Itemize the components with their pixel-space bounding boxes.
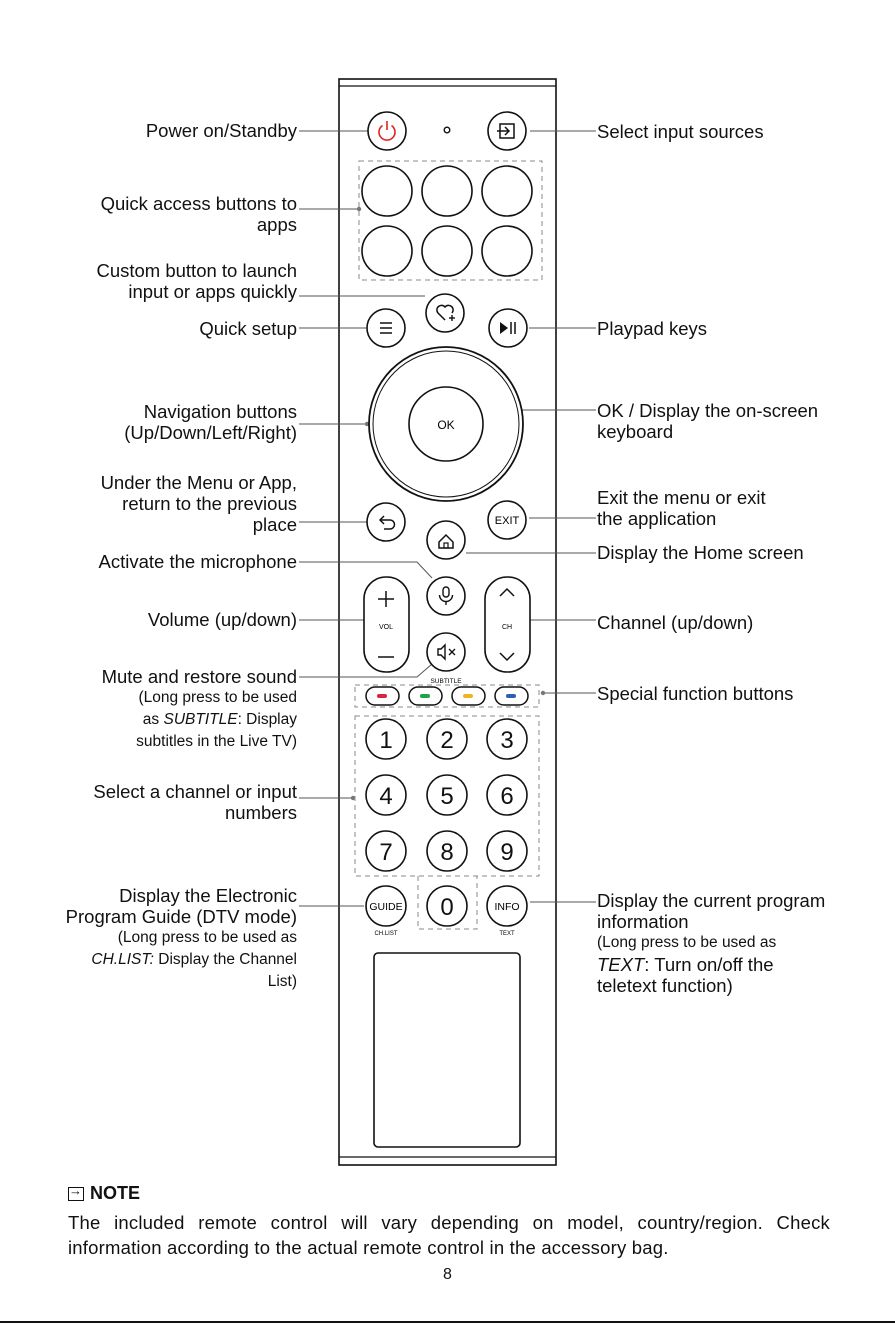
red-button[interactable] xyxy=(365,686,400,706)
menu-icon xyxy=(380,322,392,334)
label-special: Special function buttons xyxy=(597,683,794,704)
digit-button-8[interactable] xyxy=(426,830,468,872)
ch-label: CH xyxy=(502,624,512,631)
vol-label: VOL xyxy=(379,624,393,631)
label-mute: Mute and restore sound (Long press to be… xyxy=(101,666,297,750)
digit-button-4[interactable] xyxy=(365,774,407,816)
exit-label: EXIT xyxy=(495,515,520,527)
digit-label-1: 1 xyxy=(379,727,392,754)
ok-button[interactable]: OK xyxy=(408,386,484,462)
digit-label-8: 8 xyxy=(440,839,453,866)
remote-body xyxy=(338,78,557,1166)
app-button-5[interactable] xyxy=(421,225,473,277)
back-button[interactable] xyxy=(366,502,406,542)
guide-label: GUIDE xyxy=(369,901,402,913)
digit-button-6[interactable] xyxy=(486,774,528,816)
digit-button-0[interactable] xyxy=(426,885,468,927)
channel-up-icon xyxy=(499,587,515,597)
play-pause-icon xyxy=(500,322,508,334)
digit-label-5: 5 xyxy=(440,783,453,810)
app-button-1[interactable] xyxy=(361,165,413,217)
label-microphone: Activate the microphone xyxy=(98,551,297,572)
guide-button[interactable]: GUIDE CH.LIST xyxy=(365,885,407,937)
app-button-6[interactable] xyxy=(481,225,533,277)
ok-label: OK xyxy=(437,418,454,432)
exit-button[interactable]: EXIT xyxy=(487,500,527,540)
custom-button[interactable] xyxy=(425,293,465,333)
digit-button-7[interactable] xyxy=(365,830,407,872)
label-input-sources: Select input sources xyxy=(597,121,764,142)
app-button-3[interactable] xyxy=(481,165,533,217)
back-icon xyxy=(381,519,396,530)
digit-label-7: 7 xyxy=(379,839,392,866)
leader-dots xyxy=(350,206,546,801)
numeric-keypad-group xyxy=(354,715,540,877)
digit-label-4: 4 xyxy=(379,783,392,810)
info-button[interactable]: INFO TEXT xyxy=(486,885,528,937)
heart-plus-icon xyxy=(436,304,454,321)
home-icon xyxy=(438,533,454,549)
app-button-2[interactable] xyxy=(421,165,473,217)
blue-button[interactable] xyxy=(494,686,529,706)
bottom-rule xyxy=(0,1321,895,1323)
label-quick-setup: Quick setup xyxy=(199,318,297,339)
power-button[interactable] xyxy=(367,111,407,151)
microphone-icon xyxy=(442,586,450,598)
digit-label-0: 0 xyxy=(440,894,453,921)
note-arrow-icon xyxy=(68,1183,84,1201)
app-button-4[interactable] xyxy=(361,225,413,277)
label-home: Display the Home screen xyxy=(597,542,804,563)
label-playpad: Playpad keys xyxy=(597,318,708,339)
home-button[interactable] xyxy=(426,520,466,560)
special-function-group xyxy=(354,684,540,708)
label-power: Power on/Standby xyxy=(145,120,297,141)
digit-button-2[interactable] xyxy=(426,718,468,760)
channel-down-icon xyxy=(499,652,515,662)
play-pause-button[interactable] xyxy=(488,308,528,348)
digit-label-3: 3 xyxy=(500,727,513,754)
quick-access-group xyxy=(358,160,543,281)
volume-rocker[interactable]: VOL xyxy=(363,576,410,673)
text-label: TEXT xyxy=(499,931,515,937)
label-channel: Channel (up/down) xyxy=(597,612,754,633)
mute-icon xyxy=(437,643,446,661)
channel-rocker[interactable]: CH xyxy=(484,576,531,673)
digit-button-5[interactable] xyxy=(426,774,468,816)
digit-button-3[interactable] xyxy=(486,718,528,760)
digit-button-1[interactable] xyxy=(365,718,407,760)
digit-button-9[interactable] xyxy=(486,830,528,872)
quick-setup-button[interactable] xyxy=(366,308,406,348)
touch-pad[interactable] xyxy=(373,952,521,1148)
note-text: The included remote control will vary de… xyxy=(68,1212,830,1258)
digit-label-6: 6 xyxy=(500,783,513,810)
ch-list-label: CH.LIST xyxy=(374,931,397,937)
subtitle-label: SUBTITLE xyxy=(430,678,462,685)
label-back: Under the Menu or App,return to the prev… xyxy=(100,472,297,535)
yellow-button[interactable] xyxy=(451,686,486,706)
digit-label-2: 2 xyxy=(440,727,453,754)
microphone-button[interactable] xyxy=(426,576,466,616)
green-button[interactable] xyxy=(408,686,443,706)
digit-label-9: 9 xyxy=(500,839,513,866)
label-navigation: Navigation buttons(Up/Down/Left/Right) xyxy=(124,401,297,443)
note-heading: NOTE xyxy=(68,1183,140,1204)
label-volume: Volume (up/down) xyxy=(147,609,297,630)
info-label: INFO xyxy=(494,901,519,913)
mute-button[interactable]: SUBTITLE xyxy=(426,632,466,685)
input-source-button[interactable] xyxy=(487,111,527,151)
page-number: 8 xyxy=(443,1266,452,1283)
indicator-light xyxy=(443,126,451,134)
